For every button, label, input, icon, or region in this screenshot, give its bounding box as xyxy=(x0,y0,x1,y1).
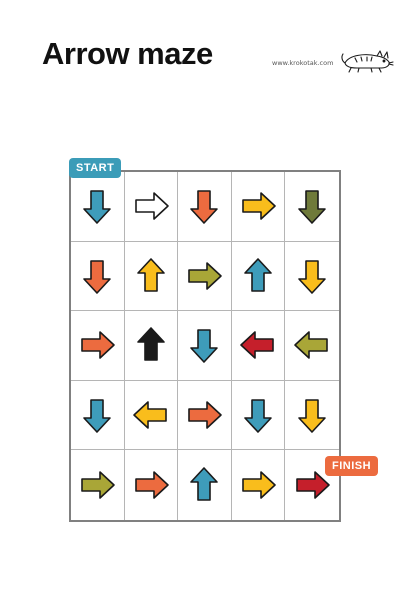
arrow-down-icon xyxy=(244,399,272,433)
arrow-right-icon xyxy=(135,192,169,221)
maze-cell[interactable] xyxy=(231,311,286,381)
maze-cell[interactable] xyxy=(178,241,232,312)
page-title: Arrow maze xyxy=(42,36,213,71)
site-url: www.krokotak.com xyxy=(272,59,334,67)
maze-cell[interactable] xyxy=(178,311,232,381)
maze-cell[interactable] xyxy=(124,172,179,242)
arrow-right-icon xyxy=(242,192,276,221)
arrow-down-icon xyxy=(298,260,326,294)
maze-grid xyxy=(69,170,341,522)
arrow-right-icon xyxy=(81,331,116,360)
maze-cell[interactable] xyxy=(285,311,339,381)
maze-cell[interactable] xyxy=(124,380,179,451)
arrow-right-icon xyxy=(81,471,116,499)
maze-cell[interactable] xyxy=(285,242,339,312)
maze-cell[interactable] xyxy=(285,172,339,242)
maze-cell[interactable] xyxy=(231,380,286,451)
start-label: START xyxy=(69,158,122,178)
maze-cell[interactable] xyxy=(71,241,125,312)
arrow-down-icon xyxy=(298,399,326,433)
arrow-down-icon xyxy=(83,260,112,294)
maze-cell[interactable] xyxy=(285,381,339,451)
arrow-right-icon xyxy=(135,471,169,499)
arrow-up-icon xyxy=(137,258,165,292)
maze-cell[interactable] xyxy=(71,380,125,451)
arrow-right-icon xyxy=(188,262,223,290)
krokotak-cat-logo xyxy=(341,50,394,73)
finish-label: FINISH xyxy=(325,456,379,476)
maze-cell[interactable] xyxy=(124,311,179,381)
maze-cell[interactable] xyxy=(125,450,179,520)
maze-cell[interactable] xyxy=(178,380,232,451)
arrow-right-icon xyxy=(242,471,276,499)
maze-cell[interactable] xyxy=(178,172,232,242)
arrow-down-icon xyxy=(83,190,112,225)
maze-cell[interactable] xyxy=(232,450,286,520)
arrow-down-icon xyxy=(190,329,219,364)
maze-cell[interactable] xyxy=(285,450,339,520)
arrow-up-icon xyxy=(190,467,219,501)
arrow-left-icon xyxy=(133,401,167,429)
arrow-up-icon xyxy=(244,258,272,292)
arrow-left-icon xyxy=(240,331,274,360)
maze-cell[interactable] xyxy=(124,241,179,312)
maze-cell[interactable] xyxy=(231,241,286,312)
arrow-down-icon xyxy=(298,190,326,225)
arrow-down-icon xyxy=(83,399,112,433)
arrow-down-icon xyxy=(190,190,219,225)
arrow-right-icon xyxy=(188,401,223,429)
arrow-left-icon xyxy=(294,331,328,360)
maze-cell[interactable] xyxy=(231,172,286,242)
arrow-up-icon xyxy=(137,327,165,362)
maze-cell[interactable] xyxy=(178,450,232,520)
arrow-right-icon xyxy=(296,471,330,499)
maze-cell[interactable] xyxy=(71,311,125,381)
maze-cell[interactable] xyxy=(71,450,125,520)
maze-cell[interactable] xyxy=(71,172,125,242)
